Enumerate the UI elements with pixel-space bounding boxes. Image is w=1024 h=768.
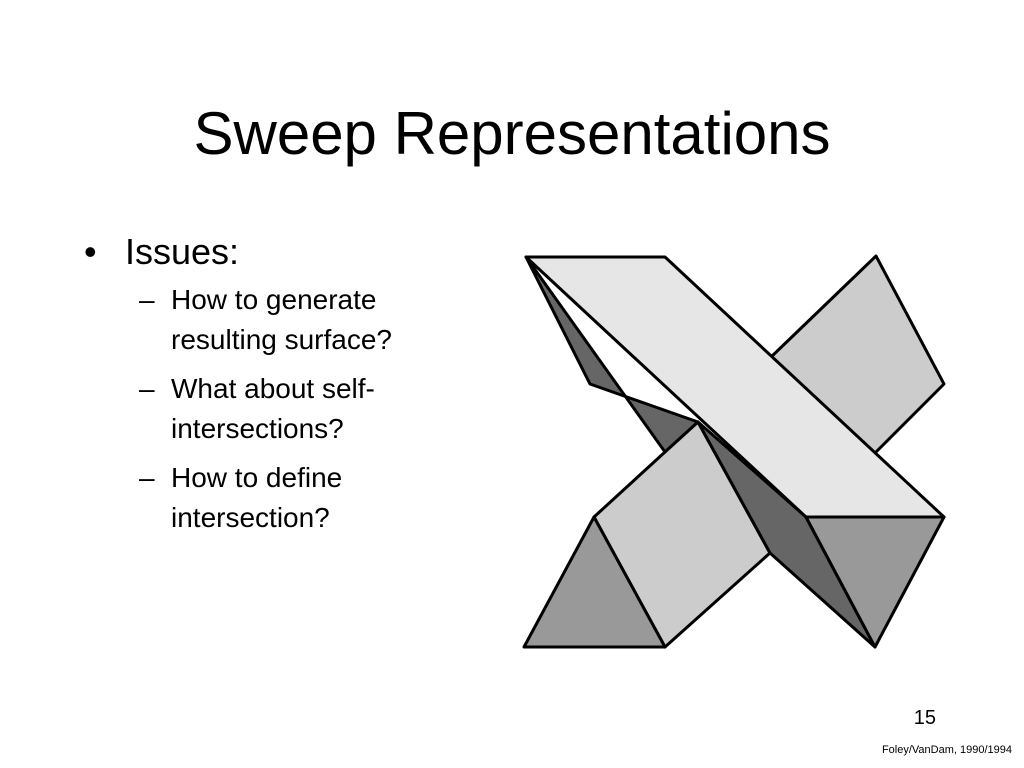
bullet-text: Issues: bbox=[125, 231, 240, 272]
front-bar-top-face bbox=[524, 255, 946, 519]
dash-marker: – bbox=[139, 373, 155, 404]
dash-marker: – bbox=[139, 284, 155, 315]
sub-bullet-text: How to generate resulting surface? bbox=[171, 284, 393, 355]
back-prism-end-face bbox=[522, 515, 667, 649]
credit-footer: Foley/VanDam, 1990/1994 bbox=[881, 744, 1012, 756]
bullet-list: • Issues: – How to generate resulting su… bbox=[84, 228, 464, 547]
sub-bullet-define-intersection: – How to define intersection? bbox=[125, 458, 464, 538]
page-number: 15 bbox=[913, 707, 936, 729]
bullet-issues: • Issues: – How to generate resulting su… bbox=[84, 228, 464, 538]
slide-title: Sweep Representations bbox=[193, 100, 831, 167]
sub-bullet-text: How to define intersection? bbox=[171, 462, 343, 533]
sub-bullet-list: – How to generate resulting surface? – W… bbox=[125, 280, 464, 538]
sub-bullet-text: What about self- intersections? bbox=[171, 373, 375, 444]
sub-bullet-self-intersections: – What about self- intersections? bbox=[125, 369, 464, 449]
dash-marker: – bbox=[139, 462, 155, 493]
sweep-figure bbox=[522, 254, 946, 649]
bullet-marker: • bbox=[84, 231, 97, 272]
sub-bullet-generate-surface: – How to generate resulting surface? bbox=[125, 280, 464, 360]
